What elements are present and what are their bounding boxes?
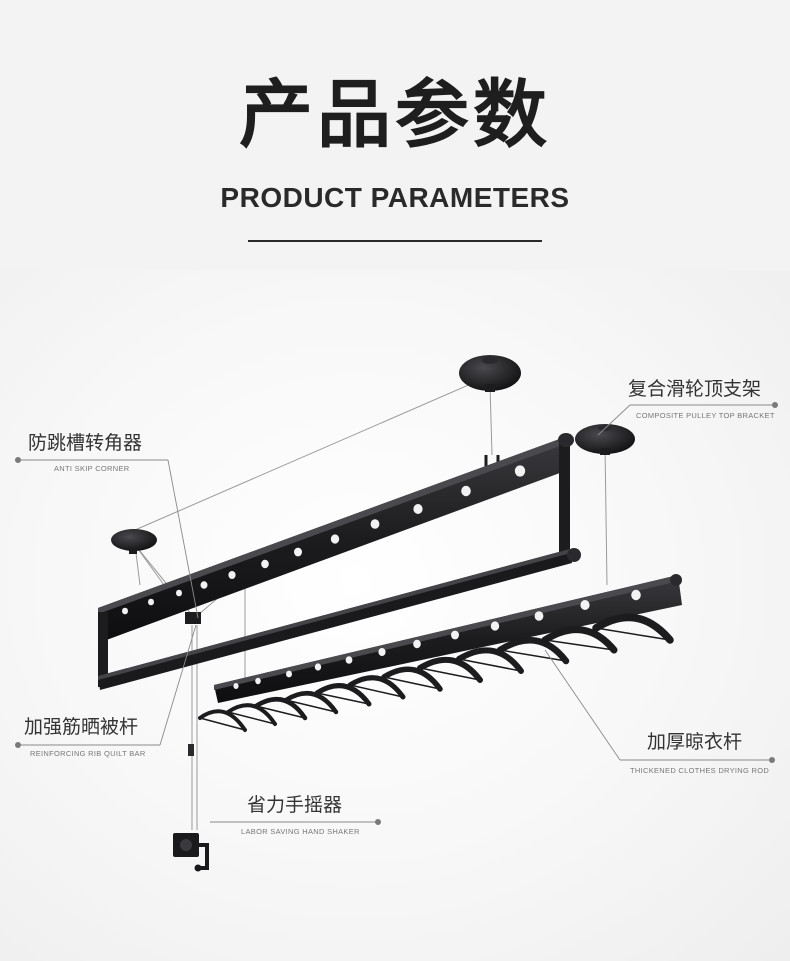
callout-dots — [15, 402, 778, 825]
hangers — [198, 613, 674, 732]
hand-shaker — [173, 833, 209, 872]
callout-lines — [18, 404, 775, 823]
drying-rod-label-en: THICKENED CLOTHES DRYING ROD — [630, 766, 770, 775]
anti-skip-label-en: ANTI SKIP CORNER — [54, 464, 130, 473]
title-divider — [248, 240, 542, 242]
pulley-bracket-right — [575, 424, 635, 455]
hand-shaker-label-en: LABOR SAVING HAND SHAKER — [241, 827, 360, 836]
pulley-bracket-left — [111, 529, 157, 554]
pulley-bracket-center — [459, 355, 521, 392]
page-subtitle: PRODUCT PARAMETERS — [220, 182, 570, 213]
quilt-bar-label: 加强筋晒被杆 — [24, 716, 139, 738]
quilt-bar-label-en: REINFORCING RIB QUILT BAR — [30, 749, 146, 758]
drying-rod — [214, 574, 682, 703]
pulley-bracket-label: 复合滑轮顶支架 — [628, 378, 762, 400]
page-title: 产品参数 — [239, 72, 551, 158]
anti-skip-label: 防跳槽转角器 — [28, 432, 143, 454]
quilt-bar-holes — [122, 465, 526, 615]
drying-rod-label: 加厚晾衣杆 — [647, 731, 743, 753]
quilt-bar-frame — [98, 433, 581, 690]
pulley-bracket-label-en: COMPOSITE PULLEY TOP BRACKET — [636, 411, 775, 420]
hand-shaker-label: 省力手摇器 — [247, 794, 343, 816]
drying-rod-holes — [233, 589, 641, 689]
header-background — [0, 0, 790, 270]
